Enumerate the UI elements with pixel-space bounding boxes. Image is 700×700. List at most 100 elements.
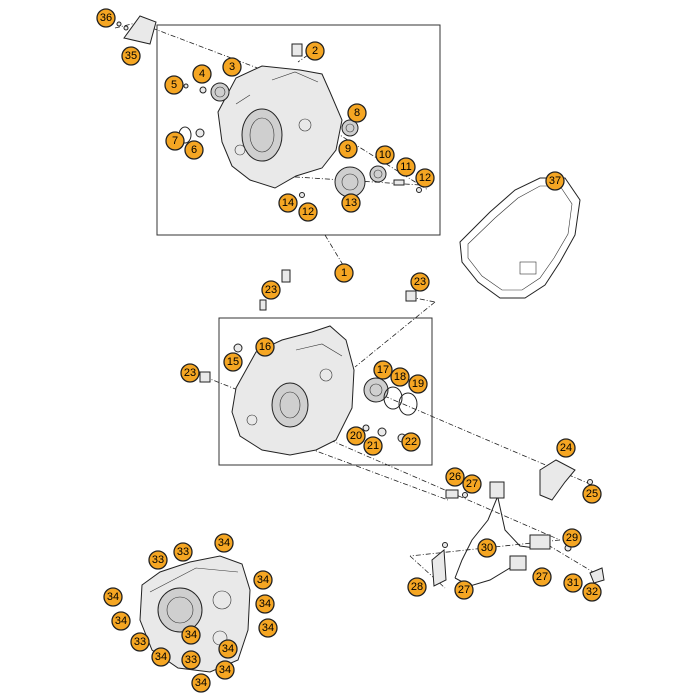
callout-21[interactable]: 21 <box>363 436 383 456</box>
callout-16[interactable]: 16 <box>255 337 275 357</box>
callout-3[interactable]: 3 <box>222 57 242 77</box>
cover-gasket <box>459 177 581 299</box>
callout-1[interactable]: 1 <box>334 263 354 283</box>
callout-23[interactable]: 23 <box>410 272 430 292</box>
callout-20[interactable]: 20 <box>346 426 366 446</box>
svg-text:27: 27 <box>466 478 478 490</box>
callout-23[interactable]: 23 <box>261 280 281 300</box>
callout-13[interactable]: 13 <box>341 193 361 213</box>
callout-7[interactable]: 7 <box>165 131 185 151</box>
callout-28[interactable]: 28 <box>407 577 427 597</box>
callout-34[interactable]: 34 <box>151 647 171 667</box>
svg-text:28: 28 <box>411 581 423 593</box>
callout-34[interactable]: 34 <box>255 594 275 614</box>
callout-2[interactable]: 2 <box>305 41 325 61</box>
svg-text:33: 33 <box>152 554 164 566</box>
svg-text:17: 17 <box>377 364 389 376</box>
callout-34[interactable]: 34 <box>218 639 238 659</box>
callout-23[interactable]: 23 <box>180 363 200 383</box>
callouts: 36 35 2 3 4 5 8 7 6 9 10 11 12 13 14 12 … <box>96 8 602 693</box>
svg-text:19: 19 <box>412 378 424 390</box>
callout-26[interactable]: 26 <box>445 467 465 487</box>
svg-text:37: 37 <box>549 175 561 187</box>
svg-text:12: 12 <box>302 206 314 218</box>
svg-text:18: 18 <box>394 371 406 383</box>
callout-34[interactable]: 34 <box>111 611 131 631</box>
svg-text:5: 5 <box>171 79 177 91</box>
svg-text:32: 32 <box>586 586 598 598</box>
callout-36[interactable]: 36 <box>96 8 116 28</box>
callout-29[interactable]: 29 <box>562 528 582 548</box>
callout-17[interactable]: 17 <box>373 360 393 380</box>
callout-19[interactable]: 19 <box>408 374 428 394</box>
svg-text:34: 34 <box>218 537 230 549</box>
callout-33[interactable]: 33 <box>148 550 168 570</box>
svg-text:33: 33 <box>185 654 197 666</box>
svg-text:34: 34 <box>219 664 231 676</box>
callout-34[interactable]: 34 <box>181 625 201 645</box>
callout-34[interactable]: 34 <box>253 570 273 590</box>
callout-34[interactable]: 34 <box>214 533 234 553</box>
callout-25[interactable]: 25 <box>582 484 602 504</box>
crankcase-half-upper <box>217 65 343 189</box>
callout-27[interactable]: 27 <box>532 567 552 587</box>
callout-33[interactable]: 33 <box>173 542 193 562</box>
svg-text:35: 35 <box>125 50 137 62</box>
svg-text:14: 14 <box>282 197 294 209</box>
callout-27[interactable]: 27 <box>462 474 482 494</box>
callout-12[interactable]: 12 <box>298 202 318 222</box>
callout-10[interactable]: 10 <box>375 145 395 165</box>
callout-35[interactable]: 35 <box>121 46 141 66</box>
sensor-and-wiring-parts <box>431 459 605 587</box>
callout-22[interactable]: 22 <box>401 432 421 452</box>
svg-text:20: 20 <box>350 430 362 442</box>
svg-text:27: 27 <box>536 571 548 583</box>
svg-text:2: 2 <box>312 45 318 57</box>
callout-6[interactable]: 6 <box>184 140 204 160</box>
callout-30[interactable]: 30 <box>477 538 497 558</box>
lower-crankcase-frame <box>218 317 433 466</box>
svg-text:3: 3 <box>229 61 235 73</box>
callout-15[interactable]: 15 <box>223 352 243 372</box>
callout-11[interactable]: 11 <box>396 157 416 177</box>
svg-text:27: 27 <box>458 584 470 596</box>
callout-24[interactable]: 24 <box>556 438 576 458</box>
callout-14[interactable]: 14 <box>278 193 298 213</box>
svg-text:6: 6 <box>191 144 197 156</box>
callout-37[interactable]: 37 <box>545 171 565 191</box>
callout-33[interactable]: 33 <box>181 650 201 670</box>
svg-text:13: 13 <box>345 197 357 209</box>
svg-text:16: 16 <box>259 341 271 353</box>
callout-34[interactable]: 34 <box>103 587 123 607</box>
callout-5[interactable]: 5 <box>164 75 184 95</box>
callout-8[interactable]: 8 <box>347 103 367 123</box>
callout-34[interactable]: 34 <box>191 673 211 693</box>
svg-text:23: 23 <box>184 367 196 379</box>
callout-32[interactable]: 32 <box>582 582 602 602</box>
lower-small-parts <box>199 269 418 443</box>
svg-text:26: 26 <box>449 471 461 483</box>
svg-text:33: 33 <box>134 636 146 648</box>
svg-text:23: 23 <box>265 284 277 296</box>
svg-text:8: 8 <box>354 107 360 119</box>
callout-18[interactable]: 18 <box>390 367 410 387</box>
svg-text:34: 34 <box>195 677 207 689</box>
svg-text:31: 31 <box>567 577 579 589</box>
callout-12[interactable]: 12 <box>415 168 435 188</box>
svg-text:25: 25 <box>586 488 598 500</box>
svg-text:22: 22 <box>405 436 417 448</box>
callout-27[interactable]: 27 <box>454 580 474 600</box>
callout-34[interactable]: 34 <box>215 660 235 680</box>
callout-31[interactable]: 31 <box>563 573 583 593</box>
crankcase-half-lower <box>231 325 355 456</box>
callout-34[interactable]: 34 <box>258 618 278 638</box>
svg-text:34: 34 <box>257 574 269 586</box>
svg-text:23: 23 <box>414 276 426 288</box>
callout-33[interactable]: 33 <box>130 632 150 652</box>
svg-text:29: 29 <box>566 532 578 544</box>
callout-4[interactable]: 4 <box>192 64 212 84</box>
svg-text:34: 34 <box>222 643 234 655</box>
callout-9[interactable]: 9 <box>338 139 358 159</box>
svg-text:15: 15 <box>227 356 239 368</box>
